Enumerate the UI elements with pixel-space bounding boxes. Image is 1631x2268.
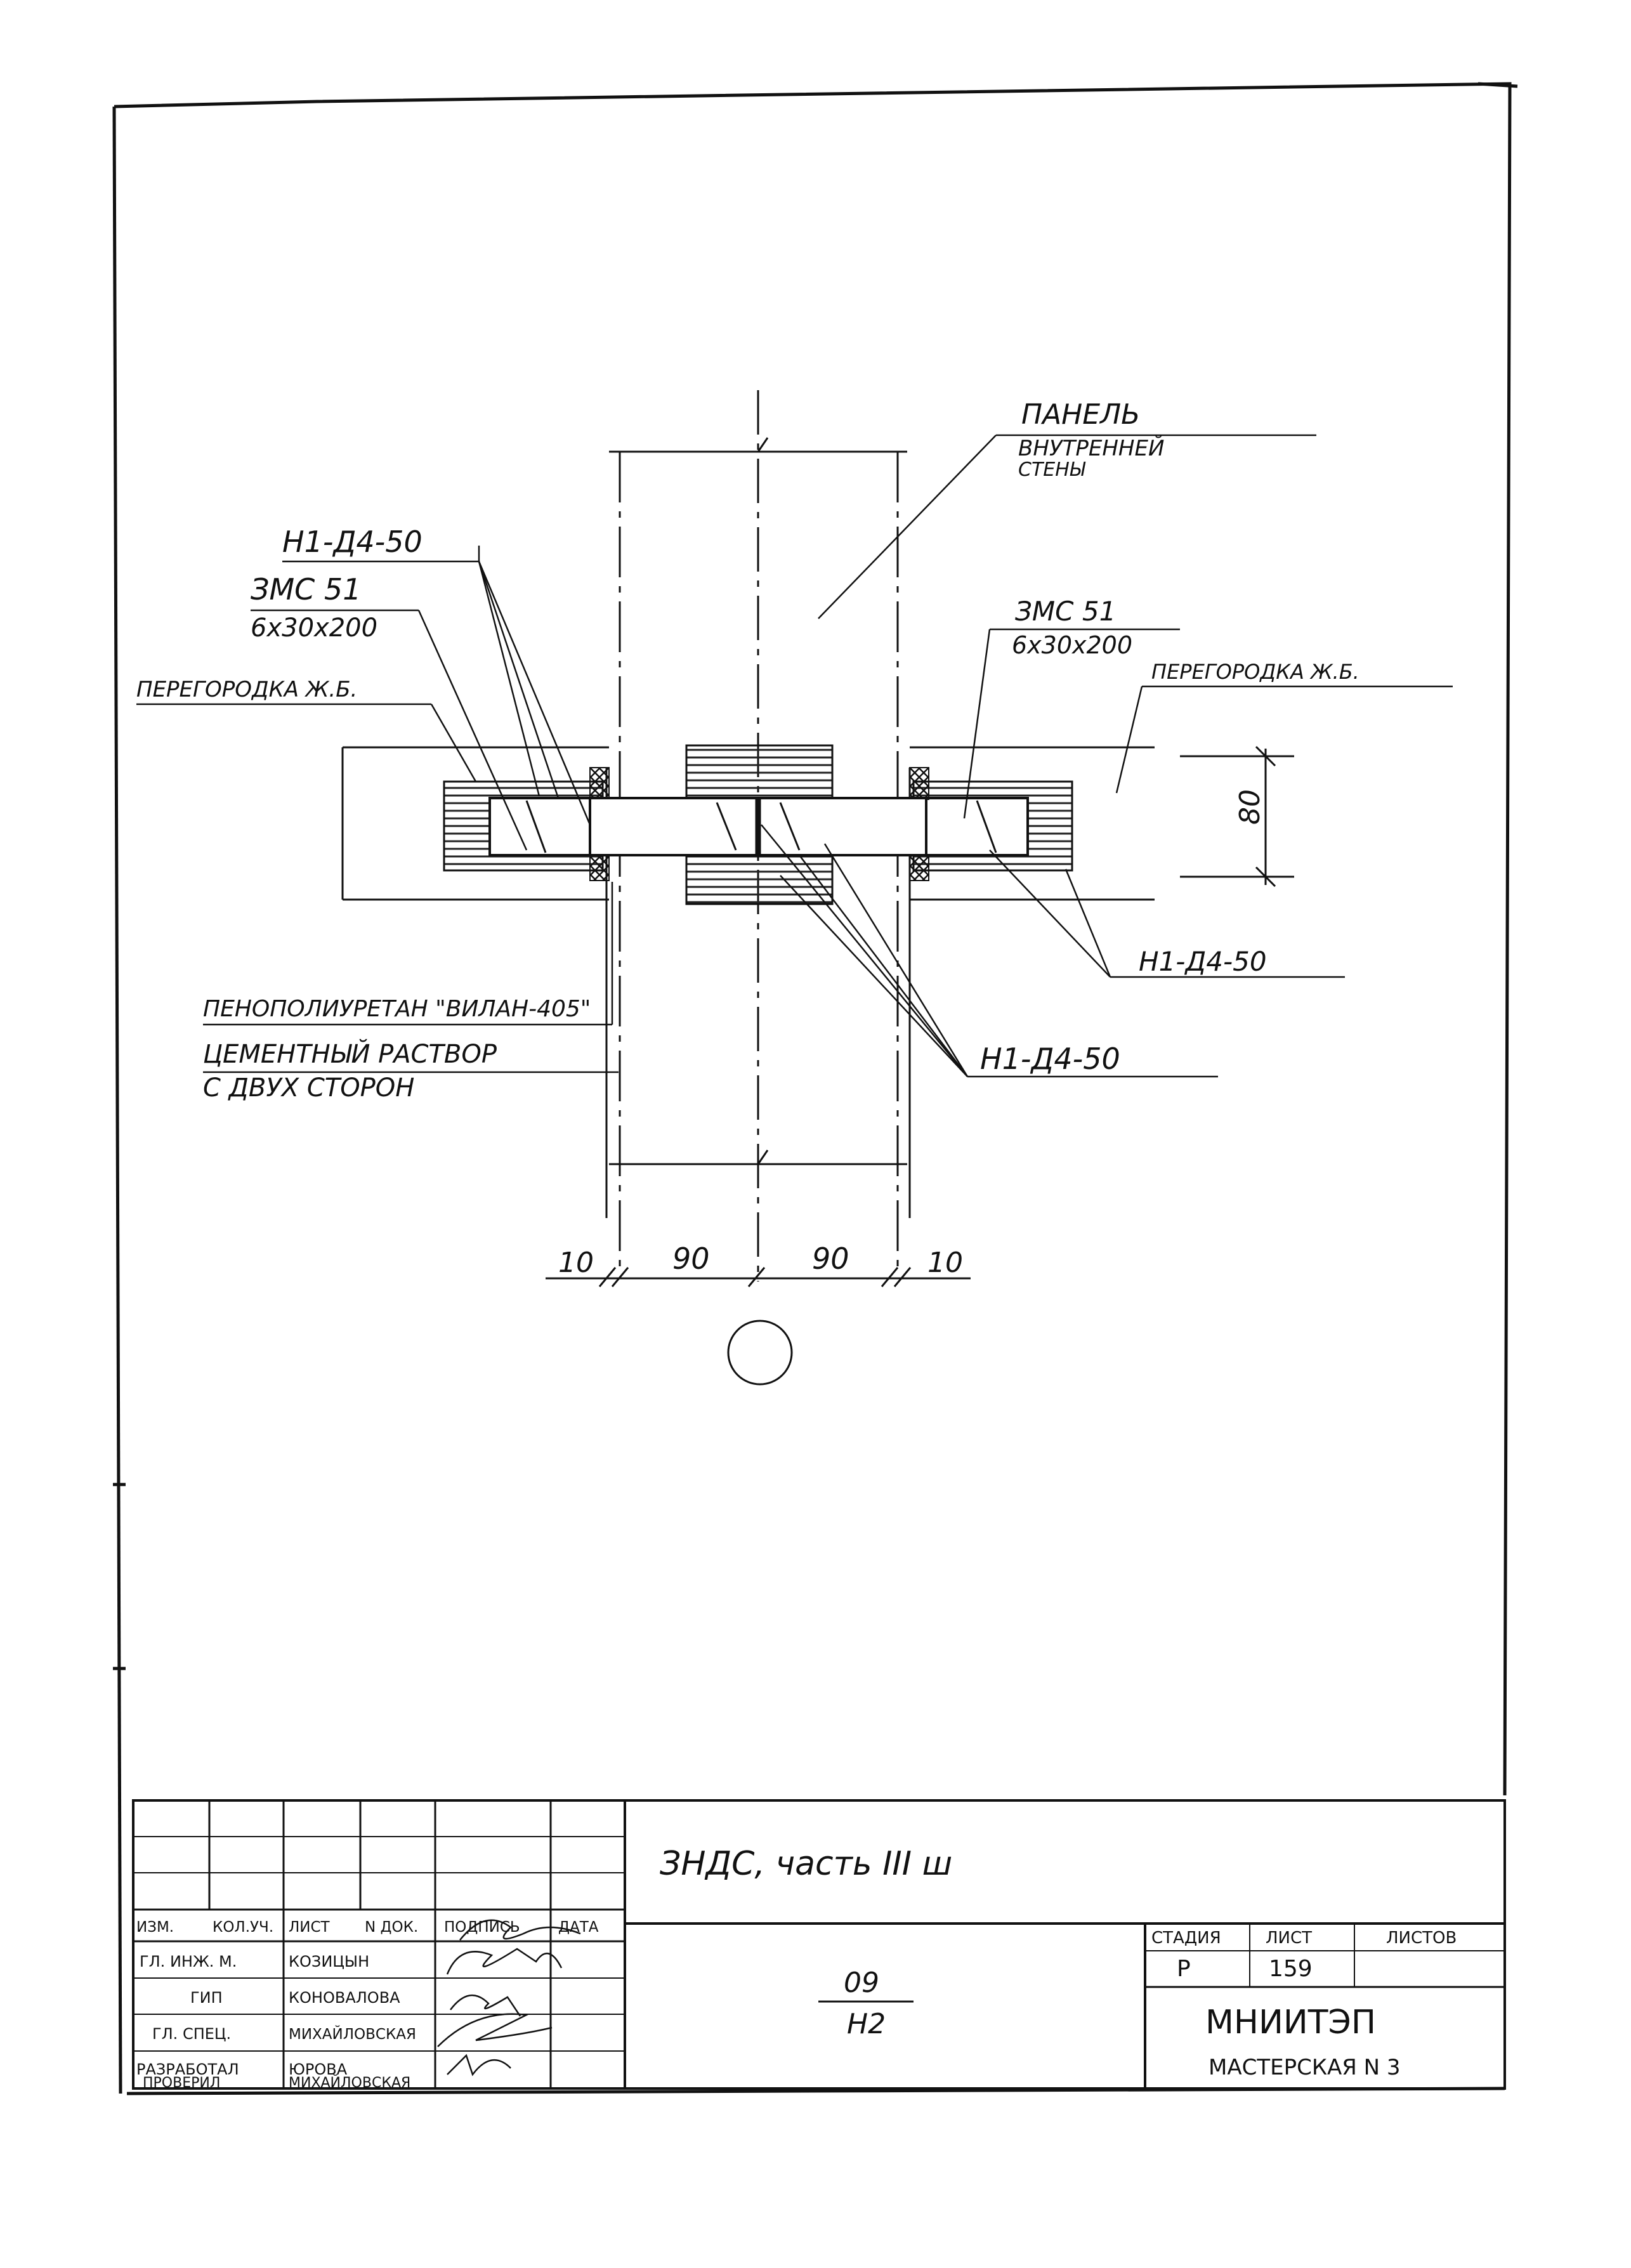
stage-header: СТАДИЯ bbox=[1151, 1929, 1221, 1948]
header-podpis: ПОДПИСЬ bbox=[444, 1919, 520, 1936]
panel-hatch-bottom bbox=[685, 855, 834, 905]
header-izm: ИЗМ. bbox=[136, 1919, 174, 1936]
partition-right: ПЕРЕГОРОДКА Ж.Б. bbox=[1151, 660, 1359, 684]
dim-10-left: 10 bbox=[558, 1247, 594, 1279]
plate-right-mark: ЗМС 51 bbox=[1015, 596, 1116, 627]
organization: МНИИТЭП bbox=[1205, 2003, 1376, 2042]
plate-right-size: 6х30х200 bbox=[1012, 631, 1132, 659]
header-list: ЛИСТ bbox=[289, 1919, 331, 1936]
sheet-border bbox=[112, 82, 1518, 2095]
role-4: РАЗРАБОТАЛ bbox=[136, 2061, 239, 2078]
anchor-right-1: Н1-Д4-50 bbox=[1139, 946, 1267, 977]
axis-bubble bbox=[727, 1320, 793, 1386]
sheet-code-top: 09 bbox=[844, 1967, 879, 1999]
role-5: ПРОВЕРИЛ bbox=[143, 2075, 220, 2091]
right-sealant bbox=[909, 767, 929, 800]
drawing-labels: ПАНЕЛЬ ВНУТРЕННЕЙ СТЕНЫ Н1-Д4-50 ЗМС 51 … bbox=[136, 398, 1359, 1279]
role-3: ГЛ. СПЕЦ. bbox=[152, 2025, 231, 2043]
role-1: ГЛ. ИНЖ. М. bbox=[140, 1953, 237, 1970]
height-dim: 80 bbox=[1234, 789, 1266, 825]
panel-hatch-top bbox=[685, 744, 834, 801]
section-drawing bbox=[136, 390, 1453, 1386]
workshop: МАСТЕРСКАЯ N 3 bbox=[1209, 2055, 1401, 2080]
name-3: МИХАЙЛОВСКАЯ bbox=[289, 2025, 416, 2043]
header-n-dok: N ДОК. bbox=[365, 1919, 418, 1936]
sheet-value: 159 bbox=[1269, 1956, 1313, 1982]
left-sealant bbox=[589, 767, 610, 800]
sheet-code-bottom: Н2 bbox=[847, 2008, 886, 2040]
title-block-text: ИЗМ. КОЛ.УЧ. ЛИСТ N ДОК. ПОДПИСЬ ДАТА ГЛ… bbox=[136, 1845, 1457, 2091]
name-1: КОЗИЦЫН bbox=[289, 1953, 369, 1970]
title-block bbox=[132, 1799, 1506, 2090]
mortar-line-2: С ДВУХ СТОРОН bbox=[203, 1073, 414, 1103]
sheet-header: ЛИСТ bbox=[1266, 1929, 1312, 1948]
dim-90-left: 90 bbox=[672, 1242, 710, 1276]
header-kol-uch: КОЛ.УЧ. bbox=[213, 1919, 273, 1936]
dim-10-right: 10 bbox=[927, 1247, 963, 1279]
plate-left-mark: ЗМС 51 bbox=[251, 572, 361, 606]
dim-90-right: 90 bbox=[812, 1242, 849, 1276]
stage-value: Р bbox=[1177, 1956, 1191, 1982]
name-5: МИХАЙЛОВСКАЯ bbox=[289, 2075, 410, 2091]
project-title: ЗНДС, часть III ш bbox=[660, 1845, 952, 1883]
role-2: ГИП bbox=[190, 1989, 223, 2007]
sheets-header: ЛИСТОВ bbox=[1386, 1929, 1457, 1948]
header-data: ДАТА bbox=[558, 1919, 599, 1936]
signatures bbox=[437, 1919, 581, 2076]
anchor-left-top: Н1-Д4-50 bbox=[282, 525, 422, 559]
anchor-right-2: Н1-Д4-50 bbox=[980, 1042, 1120, 1076]
panel-sub2: СТЕНЫ bbox=[1018, 459, 1086, 481]
panel-title: ПАНЕЛЬ bbox=[1021, 398, 1140, 431]
name-2: КОНОВАЛОВА bbox=[289, 1989, 400, 2007]
foam-note: ПЕНОПОЛИУРЕТАН "ВИЛАН-405" bbox=[203, 996, 591, 1022]
leaders bbox=[136, 434, 1453, 1078]
name-4: ЮРОВА bbox=[289, 2061, 348, 2078]
mortar-line-1: ЦЕМЕНТНЫЙ РАСТВОР bbox=[203, 1039, 497, 1069]
plate-left-size: 6х30х200 bbox=[251, 613, 377, 643]
partition-left: ПЕРЕГОРОДКА Ж.Б. bbox=[136, 677, 357, 702]
panel-sub1: ВНУТРЕННЕЙ bbox=[1018, 435, 1164, 461]
